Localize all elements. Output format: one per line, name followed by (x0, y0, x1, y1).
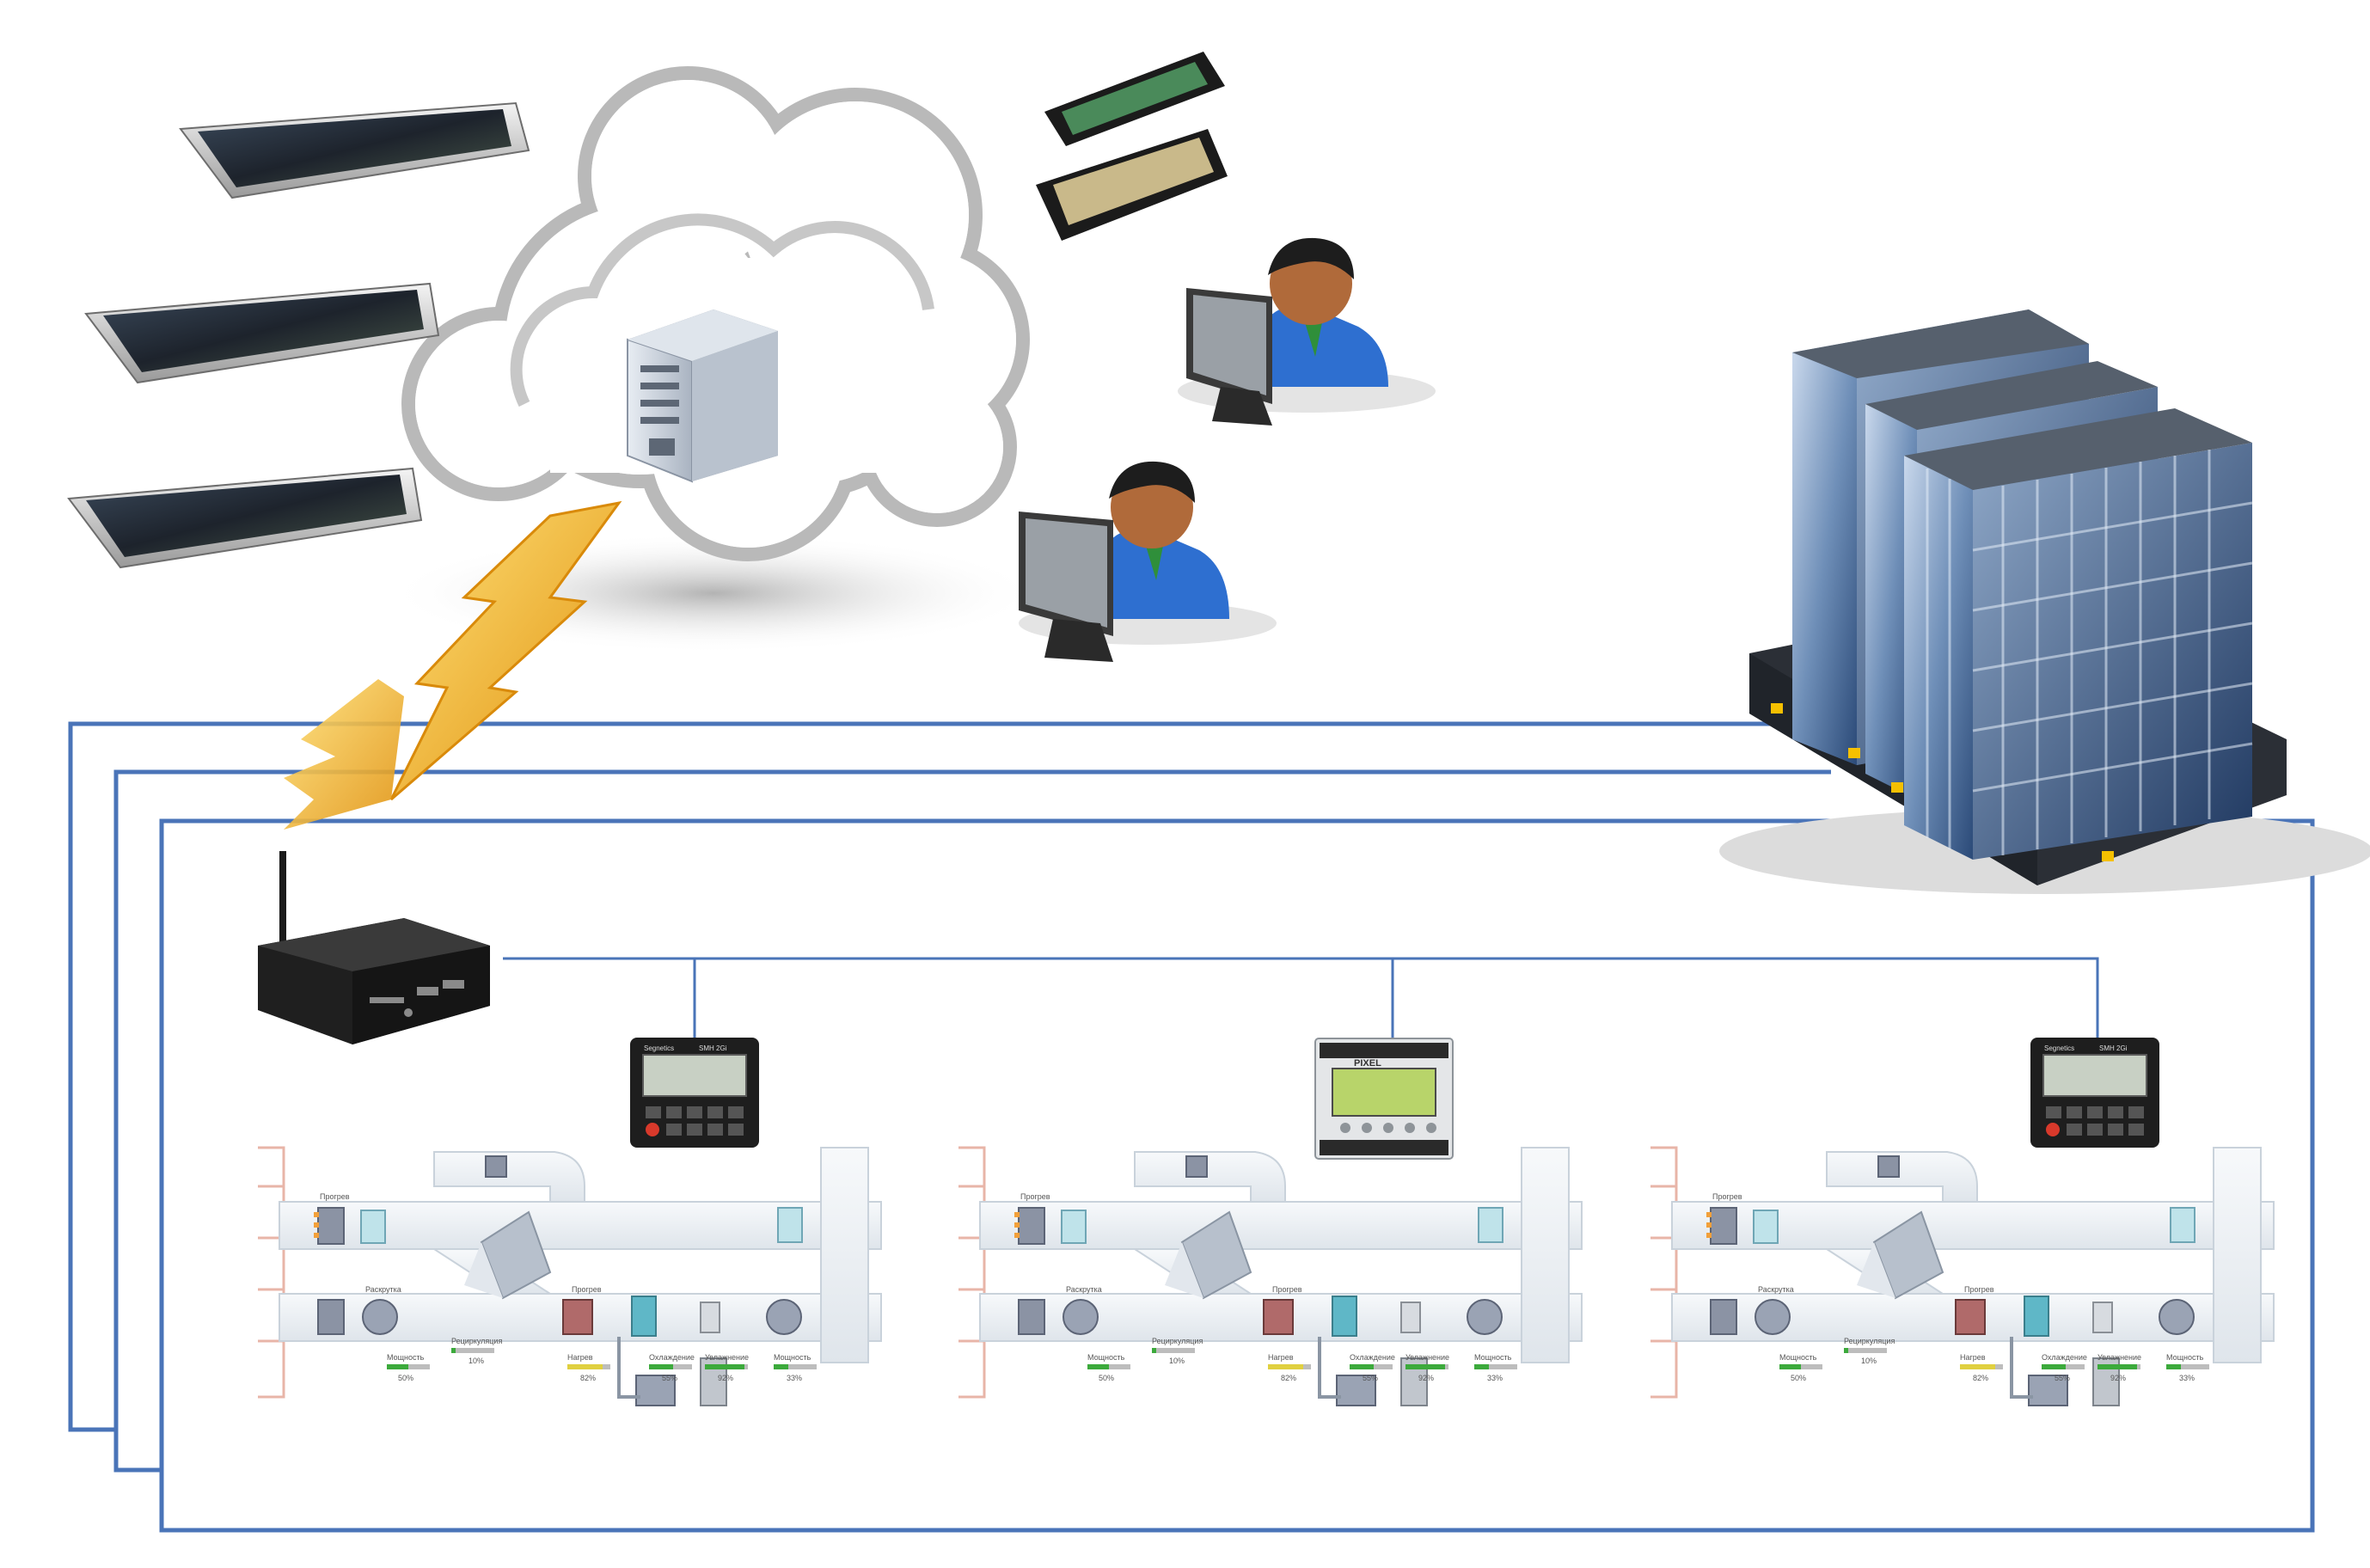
air-handling-unit-icon (957, 1146, 1583, 1407)
air-handling-unit-icon: Прогрев Раскрутка Прогрев Рециркуляция Н… (258, 1146, 882, 1406)
user-at-computer-icon (1178, 237, 1436, 426)
network-frame-1 (68, 721, 1771, 1432)
controller-model: SMH 2Gi (2099, 1044, 2128, 1052)
label-preheat: Прогрев (572, 1285, 602, 1294)
smartphone-icon (1036, 129, 1228, 241)
controller-brand: Segnetics (644, 1044, 674, 1052)
value-cooling: 55% (662, 1374, 677, 1382)
user-at-computer-icon (1019, 461, 1277, 662)
hvac-controller-icon: PIXEL (1314, 1038, 1454, 1160)
value-humidification: 92% (718, 1374, 733, 1382)
value-power-supply: 50% (398, 1374, 413, 1382)
label-humidification: Увлажнение (705, 1353, 749, 1362)
label-cooling: Охлаждение (649, 1353, 695, 1362)
hvac-controller-icon: Segnetics SMH 2Gi (630, 1038, 759, 1148)
controller-bus (503, 957, 2099, 1040)
tablet-icon (84, 282, 440, 384)
controller-brand: Segnetics (2044, 1044, 2074, 1052)
tablet-icon (179, 101, 530, 199)
value-heating: 82% (580, 1374, 596, 1382)
air-handling-unit-icon (1649, 1146, 2275, 1407)
wireless-link-icon (389, 500, 622, 801)
label-preheat: Прогрев (320, 1192, 350, 1201)
cloud-icon (387, 66, 1040, 653)
label-spinup: Раскрутка (365, 1285, 401, 1294)
smartphone-icon (1044, 52, 1225, 146)
label-recirculation: Рециркуляция (451, 1337, 502, 1345)
hvac-controller-icon: Segnetics SMH 2Gi (2030, 1038, 2159, 1148)
tablet-icon (67, 467, 423, 569)
wireless-router-icon (258, 851, 490, 1044)
network-frame-3 (159, 818, 2315, 1533)
controller-brand: PIXEL (1354, 1058, 1381, 1069)
network-frame-2 (113, 769, 1831, 1473)
label-power: Мощность (387, 1353, 425, 1362)
controller-model: SMH 2Gi (699, 1044, 727, 1052)
label-power: Мощность (774, 1353, 811, 1362)
server-tower-icon (627, 309, 778, 483)
value-recirculation: 10% (468, 1357, 484, 1365)
network-frames (68, 721, 2315, 1533)
office-building-icon (1719, 309, 2370, 894)
value-power-exhaust: 33% (787, 1374, 802, 1382)
label-heating: Нагрев (567, 1353, 593, 1362)
